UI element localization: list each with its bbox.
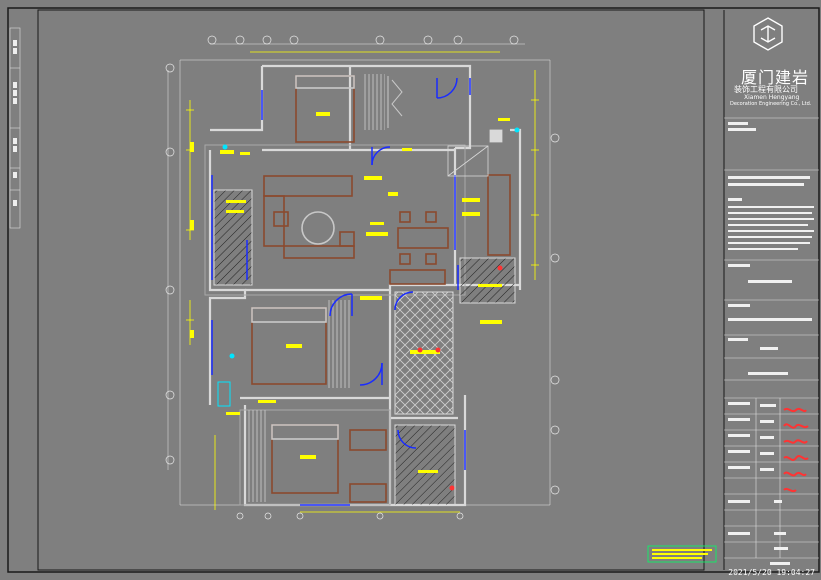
kitchen-hatch: [459, 257, 516, 304]
stair-icon: [447, 129, 503, 177]
door-swing-icon: [329, 293, 353, 317]
legend-note-box: [647, 545, 717, 563]
door-swing-icon: [436, 77, 458, 99]
bed-icon: [295, 75, 355, 143]
wardrobe-lines-2: [248, 410, 266, 502]
furniture: [251, 75, 511, 503]
doors: [211, 77, 471, 506]
company-name-en-2: Decoration Engineering Co., Ltd.: [730, 101, 812, 107]
wardrobe-lines-1: [363, 74, 385, 130]
door-swing-icon: [397, 429, 417, 449]
wardrobe-lines-3: [328, 300, 350, 388]
signatures: [783, 407, 809, 493]
coffee-table: [301, 211, 335, 245]
drawing-frame-inner: [37, 9, 705, 571]
axis-markers-right: [550, 133, 560, 495]
door-swing-icon: [359, 362, 383, 386]
filing-strip-text: [13, 40, 17, 206]
fixture-symbols: [217, 127, 520, 491]
logo-mark-icon: [753, 17, 783, 51]
axis-markers-left: [165, 63, 175, 465]
bath-hatch-lower: [394, 424, 456, 506]
sofa-icon: [263, 175, 353, 197]
company-name-cn: 厦门建岩: [741, 68, 810, 87]
plot-timestamp: 2021/5/20 19:04:27: [728, 568, 815, 577]
dining-table-icon: [397, 227, 449, 249]
annotations: [190, 112, 510, 473]
title-block-text: [728, 122, 814, 565]
drawing-frame-outer: [7, 7, 820, 573]
axis-markers-bottom: [236, 512, 464, 520]
company-subtitle: 装饰工程有限公司: [734, 85, 798, 94]
axis-markers-top: [207, 35, 519, 45]
door-swing-icon: [394, 291, 414, 311]
company-name-en: Xiamen Hengyang: [744, 94, 800, 101]
desk-chairs: [387, 76, 403, 128]
balcony-hatch-left: [213, 189, 253, 286]
title-block: [724, 117, 819, 559]
filing-strip: [9, 27, 21, 229]
legend-note-text: [652, 549, 712, 559]
dimension-lines: [186, 51, 539, 513]
